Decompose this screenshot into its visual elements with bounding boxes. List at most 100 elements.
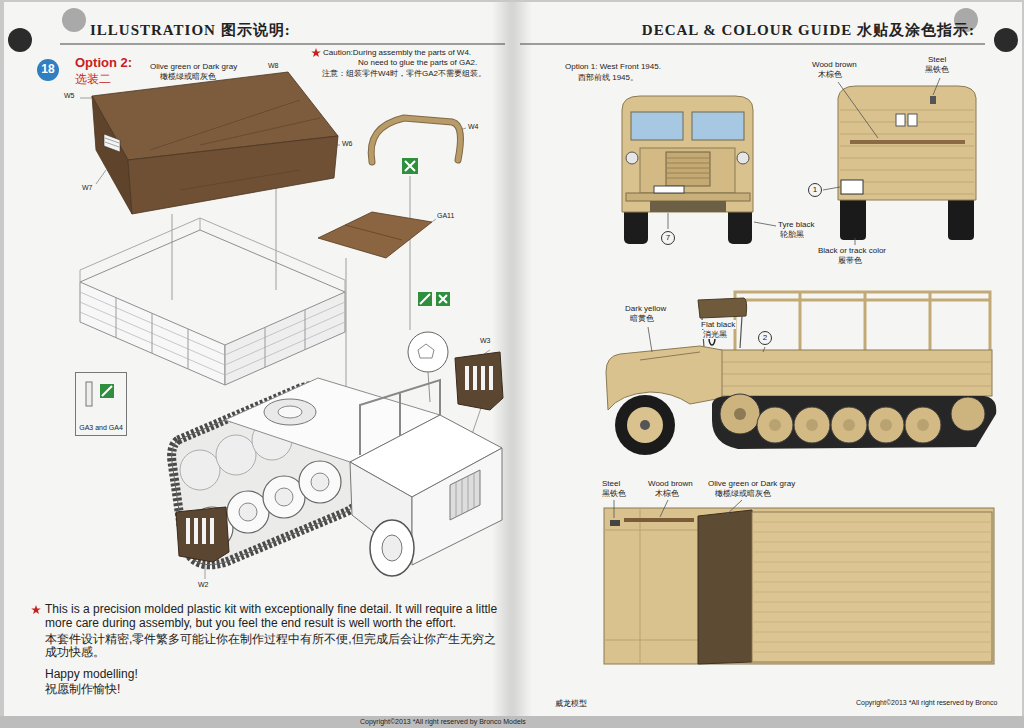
rear-view-part: [841, 180, 863, 194]
booklet-pages-part: [512, 2, 1022, 716]
side-panel-w3-part: [465, 366, 469, 390]
side-view: [606, 292, 996, 455]
side-panel-w3-part: [455, 352, 503, 410]
front-view-part: [640, 148, 735, 193]
detail-magnifier-part: [408, 332, 448, 372]
rear-view: [823, 78, 976, 245]
side-view-part: [769, 419, 781, 431]
colour-label: Dark yellow: [625, 304, 666, 313]
tarp-part: [92, 72, 338, 214]
colour-label: Olive green or Dark gray: [708, 479, 795, 488]
rear-view-part: [896, 114, 905, 126]
tarp-part-part: [128, 136, 338, 214]
side-panel-w3-part: [473, 366, 477, 390]
top-view-part: [624, 518, 694, 522]
part-number: W2: [198, 581, 209, 589]
side-panel-w3-part: [481, 366, 485, 390]
side-view-part: [868, 407, 904, 443]
ga3-ga4-parts-part: [100, 384, 114, 398]
callout-number: 7: [661, 231, 675, 245]
colour-label: Steel: [602, 479, 620, 488]
detail-magnifier-part: [418, 344, 434, 358]
callout-text: 1: [813, 186, 817, 195]
rear-view-part: [840, 110, 974, 194]
side-view-part: [640, 352, 700, 360]
rear-view-part: [838, 86, 976, 200]
side-view-part: [735, 292, 990, 352]
closing-note: 祝愿制作愉快!: [45, 683, 120, 697]
side-view-part: [615, 395, 675, 455]
kit-note: 本套件设计精密,零件繁多可能让你在制作过程中有所不便,但完成后会让你产生无穷之成…: [45, 633, 507, 661]
halftrack-chassis-part: [264, 399, 316, 425]
colour-label: 木棕色: [818, 70, 842, 79]
halftrack-chassis-part: [382, 535, 402, 561]
colour-label: Flat black: [700, 320, 736, 329]
copyright-note: Copyright©2013 *All right reserved by Br…: [360, 718, 526, 726]
roof-part-ga11-part: [345, 225, 402, 240]
caution-star-part: [311, 48, 321, 57]
side-panel-w2: [176, 507, 229, 562]
brand-name: 威龙模型: [555, 699, 587, 708]
colour-label: Wood brown: [812, 60, 857, 69]
rear-view-part: [948, 196, 974, 240]
halftrack-chassis-part: [278, 406, 302, 418]
frame-part-w4: [371, 118, 460, 162]
halftrack-chassis-part: [275, 488, 293, 506]
no-glue-icon-part: [405, 161, 415, 171]
front-view-part: [667, 158, 709, 178]
part-number: W5: [64, 92, 75, 100]
kit-note: This is a precision molded plastic kit w…: [45, 603, 507, 631]
side-panel-w2-part: [202, 518, 206, 544]
roof-part-ga11: [318, 212, 432, 258]
side-view-part: [831, 407, 867, 443]
no-glue-icon-part: [420, 294, 430, 304]
colour-label: 黑铁色: [925, 65, 949, 74]
ga3-ga4-parts-part: [86, 382, 92, 406]
part-number: W8: [268, 62, 279, 70]
colour-label: 木棕色: [655, 489, 679, 498]
rear-view-part: [823, 78, 940, 245]
side-view-part: [794, 407, 830, 443]
side-view-part: [640, 420, 650, 430]
front-view-part: [654, 186, 684, 193]
step-number: 18: [37, 59, 59, 81]
colour-label: 轮胎黑: [780, 230, 804, 239]
option-title: 西部前线 1945。: [578, 73, 638, 82]
top-view-part: [698, 510, 752, 664]
side-view-part: [806, 419, 818, 431]
rear-view-part: [850, 140, 965, 144]
halftrack-chassis-part: [412, 448, 502, 565]
frame-part-w4-part: [371, 118, 460, 162]
booklet-pages-part: [0, 716, 1024, 728]
colour-label: Tyre black: [778, 220, 814, 229]
rear-view-part: [840, 196, 866, 240]
caution-star-part: [31, 605, 41, 614]
detail-magnifier: [408, 332, 448, 402]
side-view-part: [720, 362, 992, 386]
side-panel-w2-part: [176, 507, 229, 562]
assembly-leader-lines-part: [96, 170, 106, 184]
side-view-part: [648, 327, 765, 352]
side-panel-w3-part: [489, 366, 493, 390]
halftrack-chassis-part: [370, 520, 414, 576]
part-text: GA3 and GA4: [79, 424, 123, 432]
part-callout-box: GA3 and GA4: [75, 372, 127, 436]
front-view-part: [631, 112, 683, 140]
side-view-part: [843, 419, 855, 431]
roof-part-ga11-part: [318, 212, 432, 258]
halftrack-chassis-part: [456, 473, 474, 517]
booklet-pages-part: [60, 44, 985, 45]
ga3-ga4-parts: [86, 382, 114, 406]
no-glue-icon-part: [439, 295, 447, 303]
colour-label: 消光黑: [702, 330, 728, 339]
no-glue-icon-part: [436, 292, 450, 306]
rear-view-part: [908, 114, 917, 126]
assembly-leader-lines-part: [80, 98, 92, 99]
front-view-part: [692, 112, 744, 140]
copyright-note: Copyright©2013 *All right reserved by Br…: [856, 699, 997, 707]
colour-label: Olive green or Dark gray: [150, 62, 237, 71]
cargo-bed-wireframe-part: [80, 230, 345, 292]
side-view-part: [627, 407, 663, 443]
